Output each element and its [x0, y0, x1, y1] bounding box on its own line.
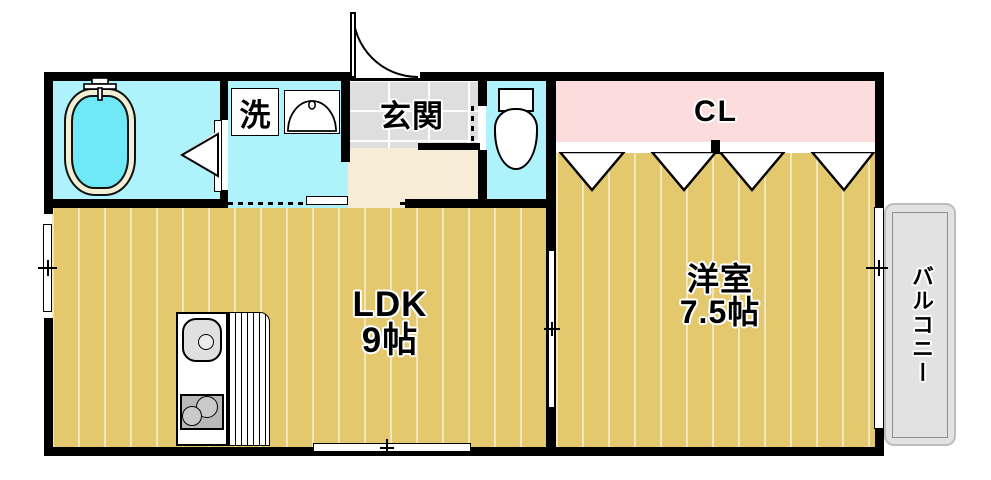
balcony-inner-outline	[892, 212, 948, 438]
entry-door-leaf[interactable]	[350, 12, 356, 78]
bath-faucet-icon	[83, 77, 117, 101]
exterior-wall-left-lower	[44, 318, 53, 456]
interior-wall-bath-washroom-lower	[220, 190, 228, 208]
interior-wall-wet-area-south	[44, 199, 228, 208]
bedroom-floor	[556, 153, 876, 450]
interior-wall-toilet-bedroom	[546, 72, 556, 208]
exterior-wall-right-upper	[875, 72, 884, 207]
entrance-step-edge	[418, 143, 480, 150]
bathtub-icon	[66, 90, 134, 194]
balcony-door-tick-h	[866, 267, 888, 269]
exterior-wall-right-lower	[875, 428, 884, 456]
toilet-door-threshold[interactable]	[400, 202, 478, 205]
kitchen-sink-drain-icon	[198, 334, 214, 350]
bedroom-balcony-door[interactable]	[874, 207, 884, 429]
kitchen-counter-icon	[228, 312, 270, 446]
ldk-floor	[52, 208, 546, 450]
washbasin-bowl-icon	[287, 100, 337, 132]
ldk-west-window-tick-v	[47, 260, 49, 276]
washroom-sliding-door[interactable]	[471, 106, 474, 150]
washroom-door-threshold[interactable]	[228, 202, 306, 205]
interior-wall-entry-toilet	[478, 72, 487, 106]
exterior-wall-left-upper	[44, 72, 53, 214]
washer-space-label: 洗	[231, 88, 279, 136]
ldk-south-window-tick-h	[380, 447, 394, 449]
interior-wall-entry-toilet-lower	[478, 150, 487, 208]
exterior-wall-top-right	[420, 72, 884, 81]
toilet-bowl-icon	[494, 108, 538, 170]
ldk-bedroom-door-tick-v	[551, 322, 553, 336]
closet-floor	[556, 80, 876, 142]
balcony-door-tick-v	[878, 260, 880, 276]
exterior-wall-top-left	[44, 72, 350, 81]
closet-center-mullion	[711, 140, 720, 154]
entry-door-swing-arc[interactable]	[352, 12, 418, 78]
balcony-label: バルコニー	[909, 265, 934, 385]
entry-door-threshold	[350, 78, 420, 81]
interior-wall-bath-washroom	[220, 72, 228, 120]
stove-burner-front-icon	[182, 406, 202, 426]
closet-folding-door-markers[interactable]	[556, 152, 876, 192]
bath-folding-door-arrow-outline	[180, 132, 219, 178]
interior-wall-washroom-entry	[341, 72, 350, 162]
washroom-door-panel[interactable]	[306, 196, 348, 205]
entrance-tile-floor	[348, 80, 478, 148]
